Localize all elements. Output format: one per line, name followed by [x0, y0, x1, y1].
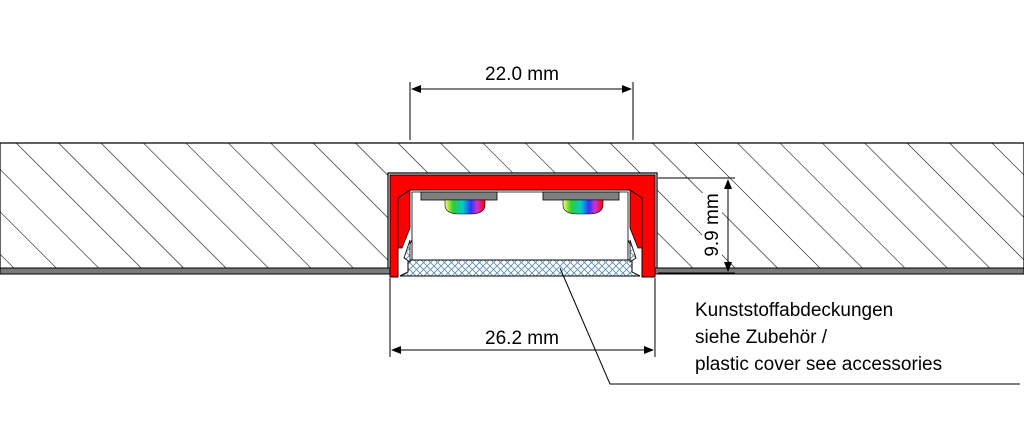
mounting-surface — [0, 142, 1024, 275]
note-leader — [559, 267, 1020, 385]
plastic-cover — [399, 239, 641, 277]
dimension-depth: 9.9 mm — [658, 177, 735, 274]
led-emitter-left — [444, 199, 486, 215]
dimension-top-label: 22.0 mm — [485, 64, 559, 85]
note-line-2: siehe Zubehör / — [695, 327, 828, 348]
dimension-bottom: 26.2 mm — [389, 278, 656, 357]
cover-note: Kunststoffabdeckungen siehe Zubehör / pl… — [695, 300, 942, 375]
dimension-bottom-label: 26.2 mm — [485, 328, 559, 349]
led-chip-right — [542, 191, 620, 201]
note-line-1: Kunststoffabdeckungen — [695, 300, 893, 321]
led-chip-left — [420, 191, 498, 201]
dimension-depth-label: 9.9 mm — [702, 193, 723, 256]
note-line-3: plastic cover see accessories — [695, 354, 942, 375]
led-strip — [420, 191, 620, 215]
led-emitter-right — [562, 199, 604, 215]
dimension-top: 22.0 mm — [409, 64, 634, 140]
